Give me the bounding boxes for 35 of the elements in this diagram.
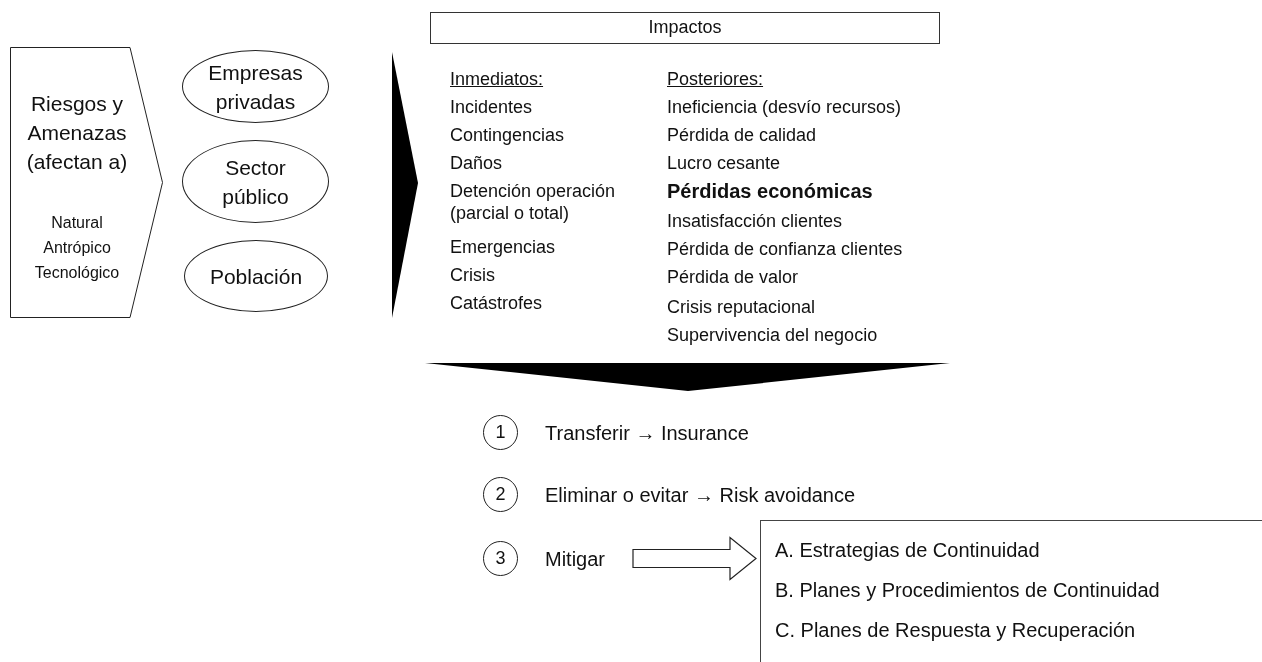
list-item: Pérdida de calidad — [667, 124, 818, 146]
list-item: Contingencias — [450, 124, 566, 146]
list-item: Lucro cesante — [667, 152, 782, 174]
list-box — [760, 520, 1262, 662]
list-item: A. Estrategias de Continuidad — [775, 538, 1040, 563]
block-arrow — [632, 536, 757, 581]
list-item: Supervivencia del negocio — [667, 324, 879, 346]
list-item: Catástrofes — [450, 292, 544, 314]
chevron-box — [10, 47, 163, 318]
ellipse-node: Población — [184, 240, 328, 312]
list-item: Insatisfacción clientes — [667, 210, 844, 232]
title-box: Impactos — [430, 12, 940, 44]
list-item: Detención operación (parcial o total) — [450, 180, 617, 224]
column-heading: Posteriores: — [667, 68, 765, 90]
list-item: Pérdida de confianza clientes — [667, 238, 904, 260]
option-text: Mitigar — [545, 547, 605, 571]
option-text: Transferir → Insurance — [545, 421, 749, 445]
node-text: Natural — [50, 213, 104, 233]
list-item: Ineficiencia (desvío recursos) — [667, 96, 903, 118]
ellipse-node: Sector público — [182, 140, 329, 223]
list-item: B. Planes y Procedimientos de Continuidad — [775, 578, 1160, 603]
node-text: Antrópico — [42, 238, 112, 258]
node-text: Tecnológico — [33, 263, 121, 283]
list-item: Daños — [450, 152, 504, 174]
list-item: Crisis reputacional — [667, 296, 817, 318]
ellipse-node: Empresas privadas — [182, 50, 329, 123]
list-item: C. Planes de Respuesta y Recuperación — [775, 618, 1136, 643]
list-item: Pérdidas económicas — [667, 180, 874, 202]
list-item: Crisis — [450, 264, 496, 286]
column-heading: Inmediatos: — [450, 68, 545, 90]
node-heading: Riesgos y Amenazas (afectan a) — [25, 91, 129, 175]
list-item: Incidentes — [450, 96, 534, 118]
list-item: Pérdida de valor — [667, 266, 800, 288]
list-item: Emergencias — [450, 236, 557, 258]
option-text: Eliminar o evitar → Risk avoidance — [545, 483, 856, 507]
